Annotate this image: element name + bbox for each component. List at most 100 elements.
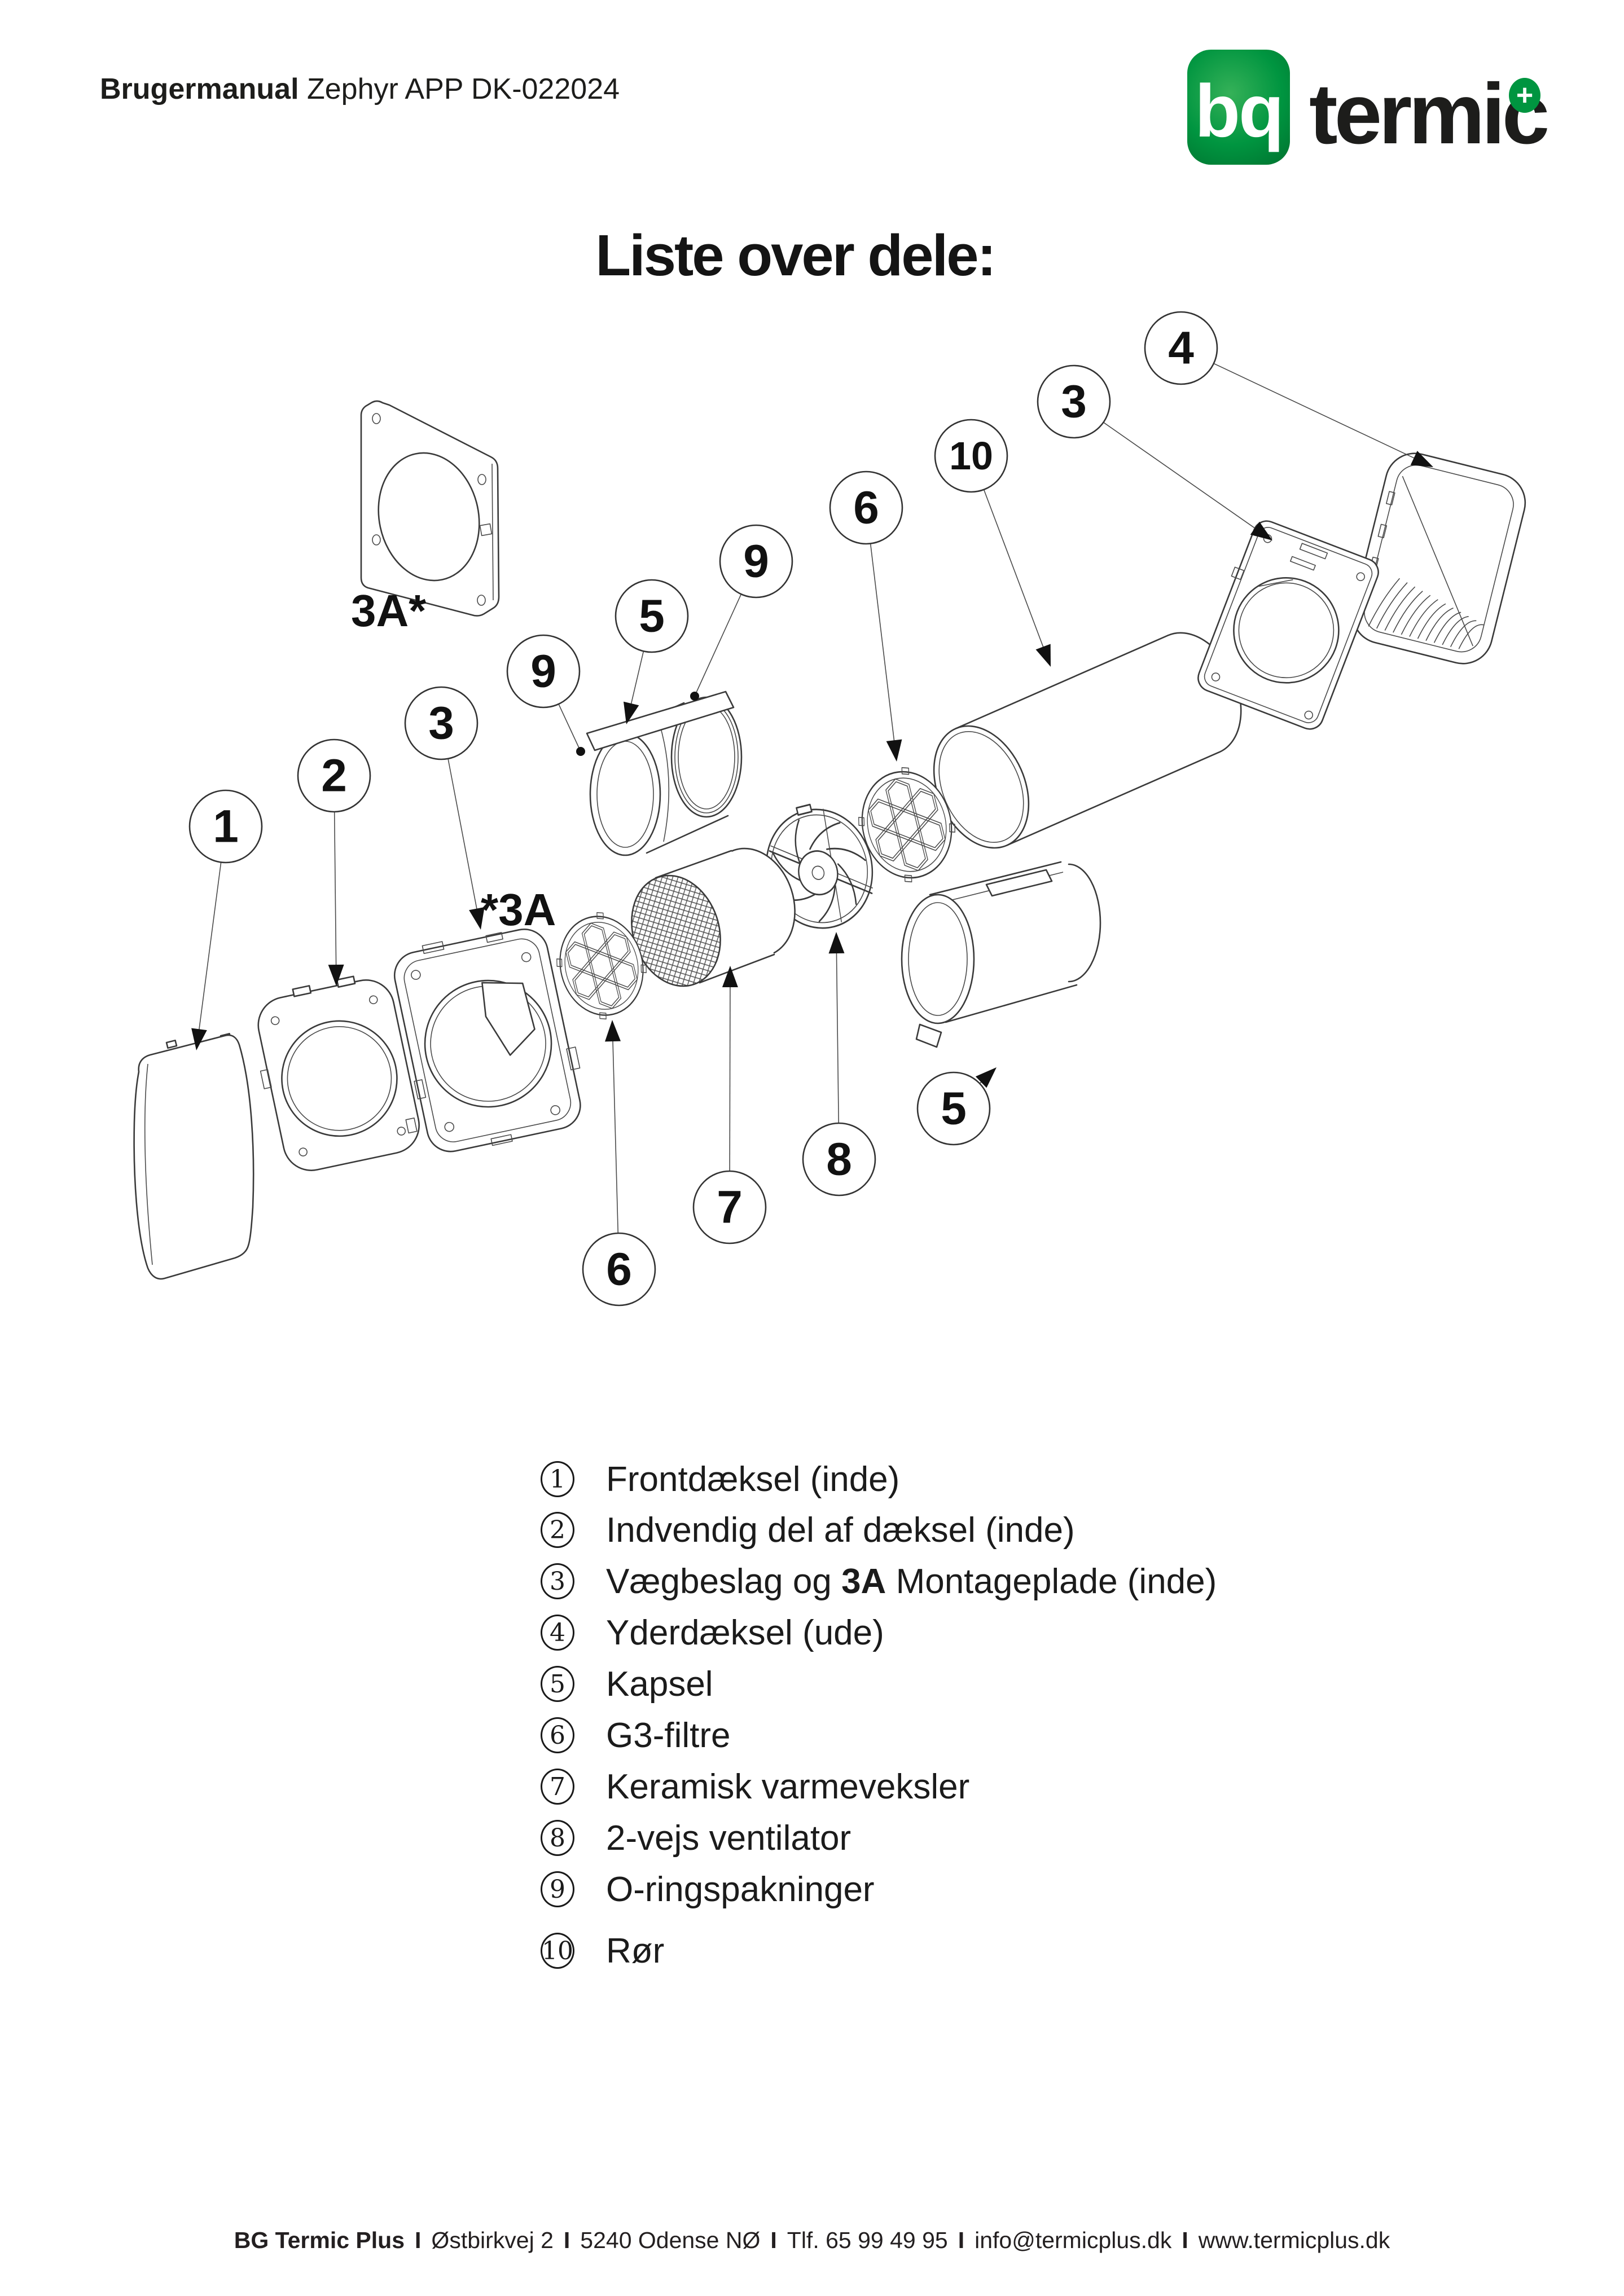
part-number-badge: 7 — [541, 1769, 574, 1805]
part-number-badge: 4 — [541, 1615, 574, 1651]
callout-number: 5 — [941, 1083, 967, 1134]
callout-circle — [506, 634, 581, 709]
footer-item: 5240 Odense NØ — [580, 2227, 761, 2253]
page-title: Liste over dele: — [595, 223, 997, 288]
callout-5: 5 — [615, 579, 689, 724]
part-label: G3-filtre — [606, 1716, 731, 1755]
callout-3: 3 — [1037, 364, 1272, 540]
callout-9: 9 — [690, 524, 793, 701]
arrowhead-icon — [1410, 451, 1433, 467]
part-2-inner-frame — [257, 975, 420, 1171]
parts-list-item-2: 2 Indvendig del af dæksel (inde) — [541, 1510, 1075, 1550]
callout-number: 1 — [213, 801, 239, 852]
footer-separator: I — [958, 2227, 965, 2253]
callout-number: 9 — [743, 536, 769, 587]
part-number-badge: 9 — [541, 1871, 574, 1907]
part-label: Kapsel — [606, 1664, 713, 1704]
callout-4: 4 — [1144, 311, 1433, 467]
callout-number: 7 — [717, 1182, 743, 1233]
part-number-badge: 6 — [541, 1717, 574, 1753]
part-6-filter-top — [858, 767, 955, 883]
callout-circle — [1144, 311, 1218, 385]
part-10-tube — [933, 632, 1242, 849]
leader-line — [630, 651, 644, 708]
part-3-wall-plate — [1197, 520, 1379, 730]
logo-wordmark: termic — [1309, 66, 1550, 162]
part-label: 2-vejs ventilator — [606, 1818, 851, 1858]
callout-3: 3 — [404, 686, 485, 930]
callout-number: 8 — [826, 1134, 852, 1185]
parts-list-item-5: 5 Kapsel — [541, 1664, 713, 1704]
leader-dot-icon — [690, 692, 699, 701]
parts-list-item-3: 3 Vægbeslag og 3A Montageplade (inde) — [541, 1562, 1217, 1601]
page-header: Brugermanual Zephyr APP DK-022024 — [100, 73, 620, 105]
callout-circle — [719, 524, 793, 599]
logo-bq-text: bq — [1195, 69, 1284, 152]
arrowhead-icon — [469, 907, 485, 930]
callout-layer: 1 2 3 9 5 9 6 10 3 4 6 7 8 5 — [188, 311, 1433, 1307]
leader-line — [558, 703, 581, 752]
header-doc-id: Zephyr APP DK-022024 — [299, 73, 620, 105]
part-6-filter-bottom — [556, 912, 647, 1020]
parts-list-item-7: 7 Keramisk varmeveksler — [541, 1767, 969, 1806]
callout-circle — [582, 1232, 656, 1307]
callout-8: 8 — [802, 932, 876, 1197]
leader-line — [198, 862, 222, 1034]
callout-number: 2 — [321, 750, 347, 802]
callout-7: 7 — [692, 966, 767, 1244]
callout-circle — [188, 789, 263, 864]
part-number-badge: 1 — [541, 1461, 574, 1497]
callout-6: 6 — [582, 1020, 656, 1307]
arrowhead-icon — [1250, 521, 1272, 540]
parts-list-item-6: 6 G3-filtre — [541, 1716, 730, 1755]
louver-slats — [1368, 578, 1485, 649]
part-3a-montage-plate — [360, 400, 500, 617]
callout-number: 3 — [1061, 376, 1087, 428]
part-1-front-cover — [133, 1032, 254, 1280]
leader-line — [694, 593, 742, 697]
part-7-ceramic-core — [631, 847, 796, 987]
leader-line — [983, 489, 1046, 652]
callout-1: 1 — [188, 789, 263, 1050]
part-4-outer-cover — [1351, 452, 1526, 665]
leader-line — [870, 543, 896, 745]
part-label: Frontdæksel (inde) — [606, 1459, 900, 1499]
logo-bq-icon: bq — [1187, 50, 1290, 165]
footer-item: info@termicplus.dk — [975, 2227, 1172, 2253]
leader-dot-icon — [576, 747, 585, 756]
part-number-badge: 2 — [541, 1512, 574, 1548]
callout-number: 6 — [853, 482, 879, 534]
logo-plus-icon: + — [1509, 78, 1540, 113]
callout-number: 9 — [530, 646, 556, 697]
callout-circle — [1037, 364, 1111, 439]
arrowhead-icon — [722, 966, 738, 987]
leader-line — [447, 758, 479, 913]
footer-item: www.termicplus.dk — [1198, 2227, 1390, 2253]
part-number-badge: 8 — [541, 1820, 574, 1856]
leader-line — [333, 811, 337, 970]
part-label: Rør — [606, 1931, 665, 1970]
leader-line — [836, 948, 840, 1124]
part-number-badge: 3 — [541, 1563, 574, 1599]
part-number-badge: 5 — [541, 1666, 574, 1702]
part-label: Keramisk varmeveksler — [606, 1767, 970, 1806]
callout-circle — [934, 419, 1008, 493]
label-3a-plate: 3A* — [351, 586, 427, 636]
header-doc-type: Brugermanual — [100, 73, 299, 105]
footer-item: Østbirkvej 2 — [431, 2227, 554, 2253]
footer-separator: I — [1182, 2227, 1188, 2253]
part-label: Vægbeslag og 3A Montageplade (inde) — [606, 1562, 1217, 1601]
part-label: Indvendig del af dæksel (inde) — [606, 1510, 1075, 1550]
callout-number: 4 — [1168, 323, 1194, 374]
callout-number: 3 — [428, 698, 454, 749]
callout-number: 10 — [949, 434, 993, 478]
parts-list-item-1: 1 Frontdæksel (inde) — [541, 1459, 899, 1499]
callout-circle — [404, 686, 479, 760]
arrowhead-icon — [828, 932, 845, 954]
callout-10: 10 — [934, 419, 1051, 667]
footer-company: BG Termic Plus — [234, 2227, 405, 2253]
